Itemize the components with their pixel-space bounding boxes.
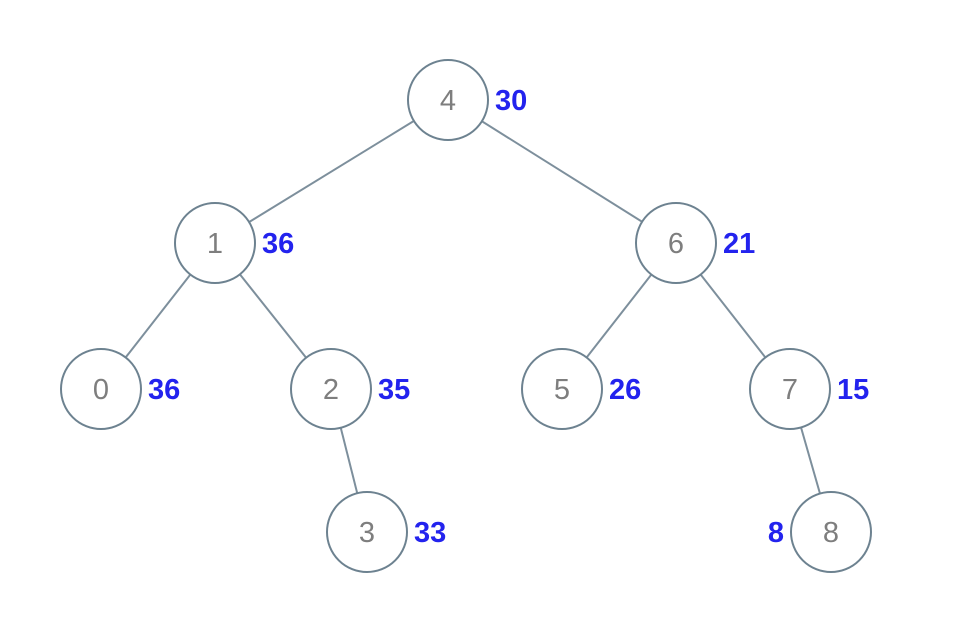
tree-node-label-5: 5: [554, 374, 570, 406]
tree-node-label-7: 7: [782, 374, 798, 406]
tree-node-label-8: 8: [823, 517, 839, 549]
tree-node-label-6: 6: [668, 228, 684, 260]
tree-node-annotation-6: 21: [723, 228, 755, 260]
tree-node-7: 7 15: [749, 348, 869, 430]
tree-node-annotation-8: 8: [768, 517, 784, 549]
tree-node-annotation-5: 26: [609, 374, 641, 406]
tree-node-circle-2: [290, 348, 372, 430]
tree-node-5: 5 26: [521, 348, 641, 430]
tree-edge-4-1: [214, 99, 449, 244]
tree-node-circle-0: [60, 348, 142, 430]
tree-node-1: 1 36: [174, 202, 294, 284]
tree-node-annotation-1: 36: [262, 228, 294, 260]
tree-node-2: 2 35: [290, 348, 410, 430]
tree-node-annotation-3: 33: [414, 517, 446, 549]
tree-node-4: 4 30: [407, 59, 527, 141]
tree-node-circle-5: [521, 348, 603, 430]
tree-node-circle-6: [635, 202, 717, 284]
tree-node-label-3: 3: [359, 517, 375, 549]
tree-node-annotation-2: 35: [378, 374, 410, 406]
tree-node-6: 6 21: [635, 202, 755, 284]
tree-node-label-1: 1: [207, 228, 223, 260]
tree-node-circle-4: [407, 59, 489, 141]
tree-node-annotation-7: 15: [837, 374, 869, 406]
tree-node-circle-3: [326, 491, 408, 573]
tree-node-annotation-0: 36: [148, 374, 180, 406]
tree-edges: [100, 99, 832, 533]
tree-node-circle-7: [749, 348, 831, 430]
tree-edge-4-6: [447, 99, 677, 244]
tree-node-circle-1: [174, 202, 256, 284]
tree-node-label-4: 4: [440, 85, 456, 117]
tree-node-8: 88: [768, 491, 872, 573]
tree-node-annotation-4: 30: [495, 85, 527, 117]
tree-node-label-2: 2: [323, 374, 339, 406]
tree-node-circle-8: [790, 491, 872, 573]
tree-node-0: 0 36: [60, 348, 180, 430]
tree-node-label-0: 0: [93, 374, 109, 406]
